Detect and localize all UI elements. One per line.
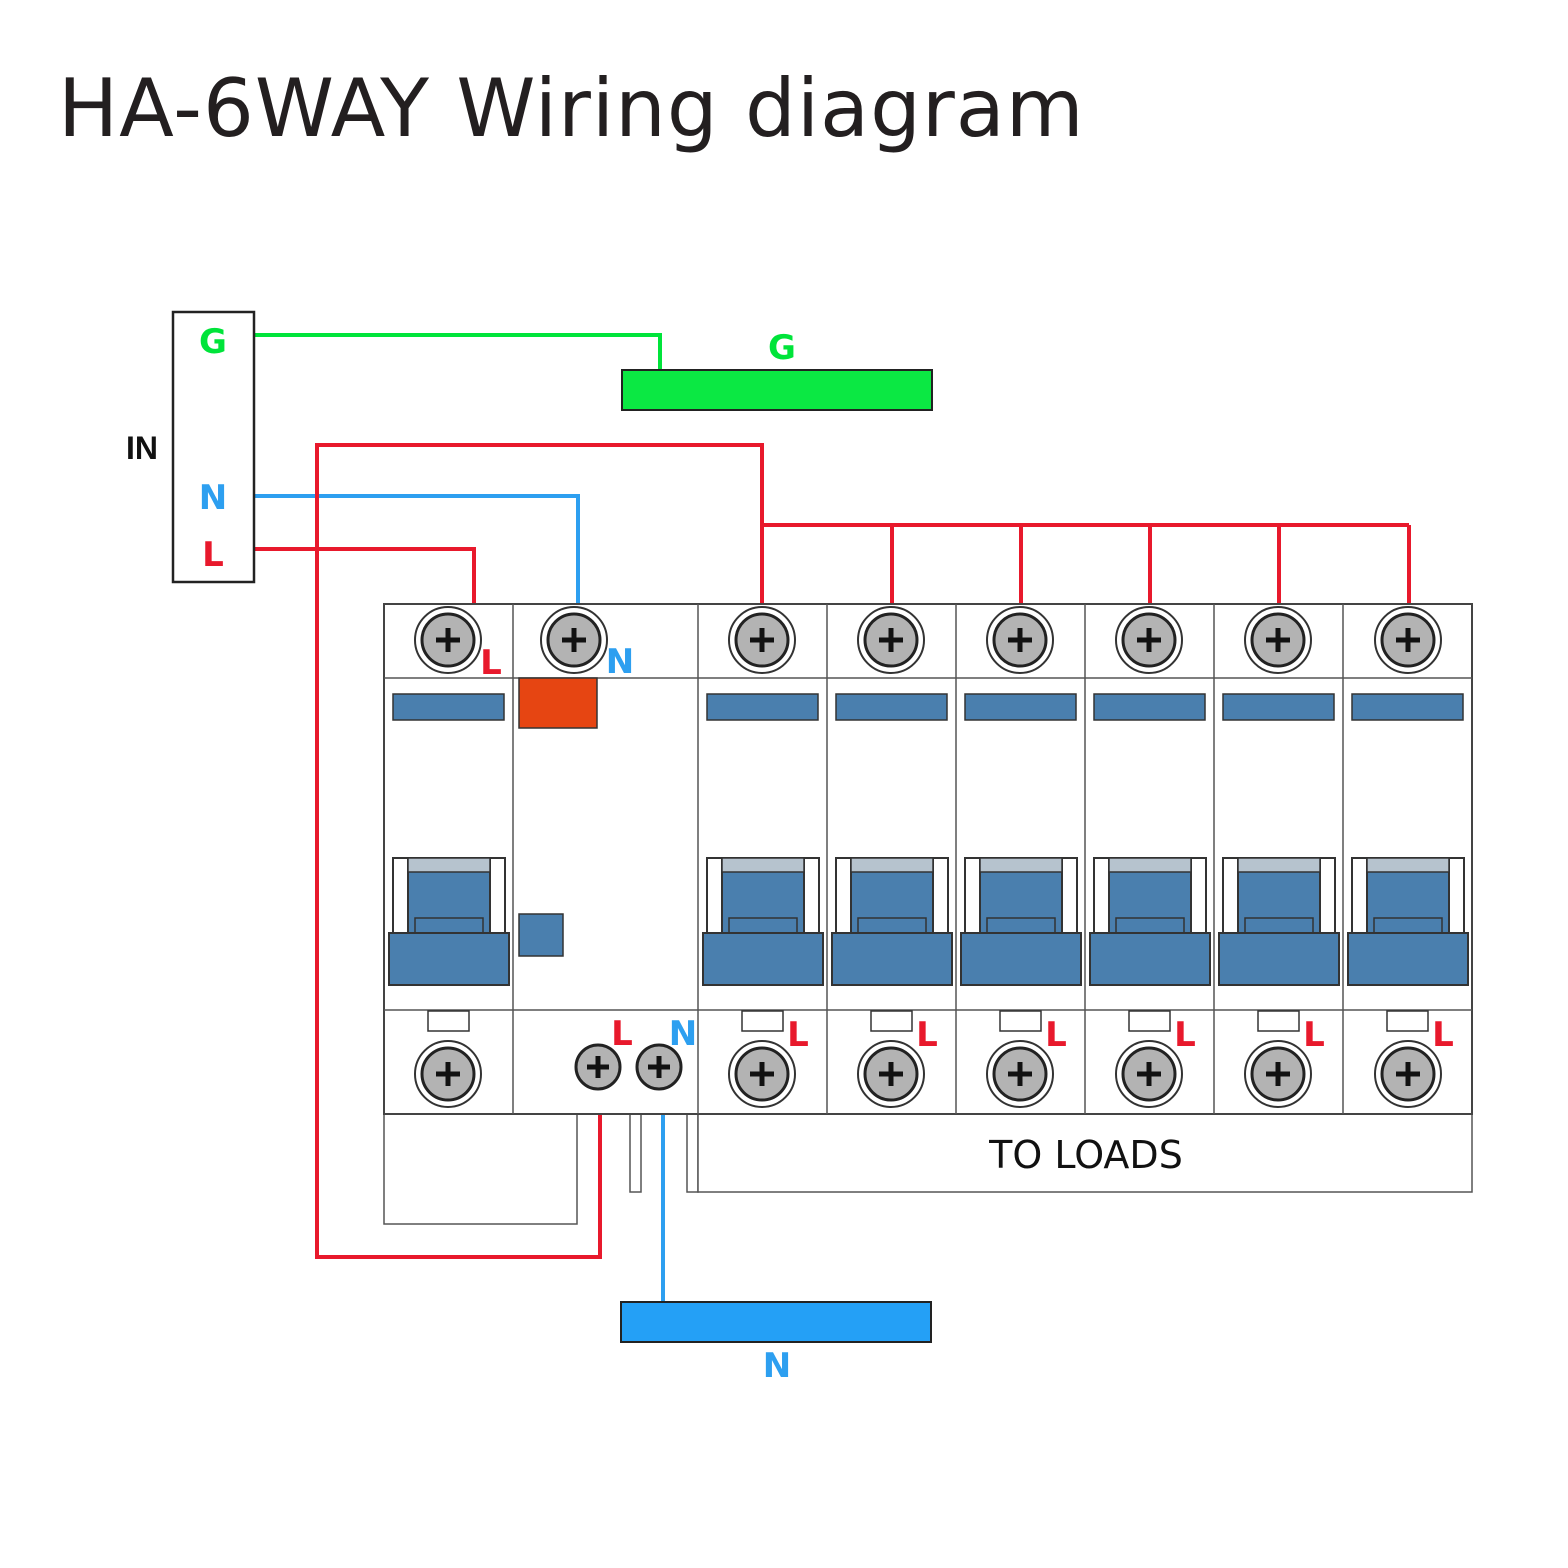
breaker-1-line-label: L bbox=[787, 1015, 809, 1055]
breaker-1-top-screw-icon bbox=[727, 605, 797, 675]
loads-panel bbox=[697, 1113, 1473, 1193]
input-terminal-block: IN G N L bbox=[126, 310, 256, 584]
breaker-5-bottom-screw-icon bbox=[1243, 1039, 1313, 1109]
input-neutral-label: N bbox=[199, 478, 227, 518]
ground-wire bbox=[254, 333, 662, 372]
breaker-1-bottom-screw-icon bbox=[727, 1039, 797, 1109]
rcd-indicator bbox=[518, 913, 564, 957]
line-loop-wire bbox=[315, 443, 764, 1259]
breaker-4-top-screw-icon bbox=[1114, 605, 1184, 675]
breaker-6-top-screw-icon bbox=[1373, 605, 1443, 675]
neutral-bar-label: N bbox=[763, 1346, 791, 1386]
breaker-4-line-label: L bbox=[1174, 1015, 1196, 1055]
breaker-1: L bbox=[698, 604, 828, 1114]
breaker-4: L bbox=[1085, 604, 1215, 1114]
breaker-5-top-screw-icon bbox=[1243, 605, 1313, 675]
breaker-5-line-label: L bbox=[1303, 1015, 1325, 1055]
breaker-3-line-label: L bbox=[1045, 1015, 1067, 1055]
breaker-6-line-label: L bbox=[1432, 1015, 1454, 1055]
main-breaker-top-screw-icon bbox=[413, 605, 483, 675]
input-label: IN bbox=[126, 430, 158, 466]
page-title: HA-6WAY Wiring diagram bbox=[58, 62, 1085, 155]
main-breaker-bottom-screw-icon bbox=[413, 1039, 483, 1109]
line-input-wire bbox=[254, 547, 476, 606]
rcd-bottom-line-label: L bbox=[611, 1014, 633, 1054]
breaker-3-top-screw-icon bbox=[985, 605, 1055, 675]
breaker-2-line-label: L bbox=[916, 1015, 938, 1055]
rcd-top-screw-icon bbox=[539, 605, 609, 675]
rcd-test-button bbox=[518, 677, 598, 729]
breaker-3: L bbox=[956, 604, 1086, 1114]
ground-bar-label: G bbox=[768, 328, 796, 368]
neutral-input-wire bbox=[254, 494, 580, 606]
ground-bar bbox=[621, 369, 933, 411]
main-breaker: L bbox=[384, 605, 513, 1109]
input-ground-label: G bbox=[199, 322, 227, 362]
input-line-label: L bbox=[202, 535, 224, 575]
rcd-bottom-neutral-label: N bbox=[669, 1014, 697, 1054]
rcd-module: N L N bbox=[512, 604, 699, 1114]
breaker-3-bottom-screw-icon bbox=[985, 1039, 1055, 1109]
rcd-top-neutral-label: N bbox=[606, 642, 634, 682]
main-breaker-top-line-label: L bbox=[480, 643, 502, 683]
neutral-bar bbox=[620, 1301, 932, 1343]
breaker-2: L bbox=[827, 604, 957, 1114]
loads-label: TO LOADS bbox=[988, 1133, 1183, 1177]
breaker-4-bottom-screw-icon bbox=[1114, 1039, 1184, 1109]
breaker-2-top-screw-icon bbox=[856, 605, 926, 675]
breaker-2-bottom-screw-icon bbox=[856, 1039, 926, 1109]
breaker-6-bottom-screw-icon bbox=[1373, 1039, 1443, 1109]
breaker-6: L bbox=[1343, 605, 1472, 1109]
breaker-5: L bbox=[1214, 604, 1344, 1114]
